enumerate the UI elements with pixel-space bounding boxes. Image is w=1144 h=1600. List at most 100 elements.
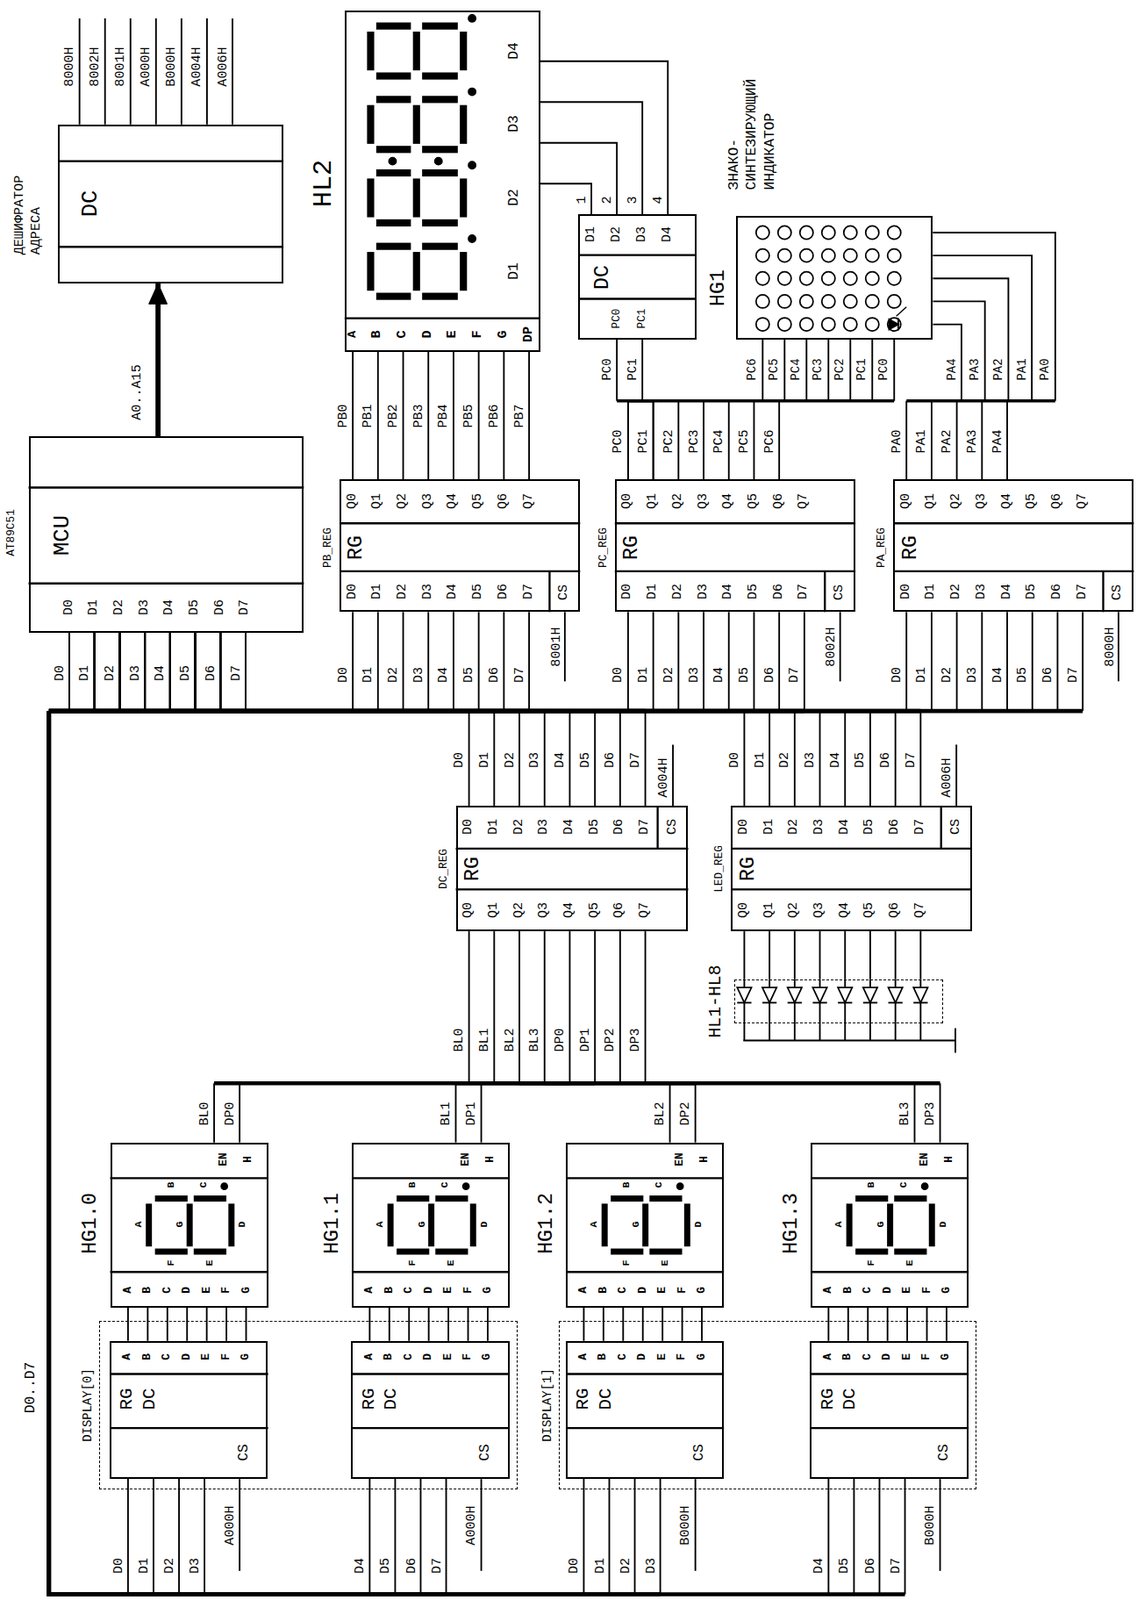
signal-label: BL3 bbox=[529, 1028, 543, 1052]
wire bbox=[622, 1307, 624, 1341]
wire bbox=[486, 1307, 489, 1341]
pin-name: RG bbox=[359, 1387, 379, 1409]
segment bbox=[396, 1194, 429, 1202]
wire bbox=[455, 1082, 458, 1142]
signal-label: D7 bbox=[1066, 666, 1080, 683]
pin-name: G bbox=[416, 1221, 428, 1228]
wire bbox=[619, 710, 622, 806]
divider-line bbox=[28, 582, 305, 585]
wire bbox=[1006, 400, 1009, 480]
wire bbox=[143, 632, 146, 711]
wire bbox=[478, 611, 480, 711]
pin-name: D5 bbox=[863, 818, 877, 835]
matrix-dot bbox=[822, 294, 836, 308]
pin-name: D5 bbox=[187, 599, 201, 615]
signal-label: A000H bbox=[140, 46, 154, 86]
wire bbox=[427, 351, 429, 480]
segment bbox=[376, 169, 412, 177]
pin-name: D6 bbox=[772, 583, 786, 600]
component-box: RGDCABCDEFGCS bbox=[109, 1340, 268, 1479]
pin-name: D1 bbox=[87, 599, 101, 615]
pin-name: D bbox=[421, 329, 435, 338]
pin-name: D5 bbox=[1025, 583, 1039, 600]
pin-name: A bbox=[833, 1221, 844, 1228]
pin-name: A bbox=[122, 1286, 135, 1294]
signal-label: DP3 bbox=[924, 1101, 938, 1126]
diode-lead bbox=[894, 1001, 897, 1040]
wire bbox=[602, 1307, 605, 1341]
wire bbox=[528, 611, 530, 711]
signal-label: D2 bbox=[503, 751, 517, 768]
diode-lead bbox=[919, 1001, 922, 1040]
pin-name: F bbox=[407, 1259, 418, 1266]
wire bbox=[143, 632, 146, 711]
wire bbox=[702, 400, 705, 480]
signal-label: D0 bbox=[336, 666, 351, 683]
matrix-dot bbox=[887, 317, 901, 331]
pin-name: D6 bbox=[213, 599, 227, 615]
signal-label: D1 bbox=[478, 751, 492, 768]
signal-label: D7 bbox=[889, 1557, 903, 1573]
part-name: HG1.0 bbox=[80, 1192, 101, 1254]
wire bbox=[119, 632, 122, 711]
segment bbox=[459, 251, 467, 291]
wire bbox=[119, 632, 122, 711]
component-box: PA_REGRGQ0Q1Q2Q3Q4Q5Q6Q7D0D1D2D3D4D5D6D7… bbox=[893, 479, 1134, 612]
divider-line bbox=[344, 316, 541, 319]
wire bbox=[219, 632, 222, 711]
signal-label: A004H bbox=[657, 757, 671, 797]
wire bbox=[932, 278, 1009, 401]
pin-name: D bbox=[479, 1221, 490, 1228]
wire bbox=[619, 930, 622, 1083]
segment bbox=[155, 1194, 188, 1202]
pin-name: Q4 bbox=[722, 493, 736, 509]
signal-label: PB4 bbox=[437, 404, 451, 429]
signal-label: PC3 bbox=[812, 357, 825, 380]
pin-name: D2 bbox=[609, 226, 623, 243]
wire bbox=[932, 324, 962, 401]
segment bbox=[601, 1202, 608, 1246]
pin-name: D0 bbox=[736, 818, 751, 835]
wire-bundle bbox=[455, 930, 595, 1143]
pin-name: D0 bbox=[621, 583, 635, 600]
wire bbox=[377, 351, 379, 480]
pin-name: RG bbox=[463, 856, 484, 881]
divider-line bbox=[351, 1372, 510, 1374]
wire bbox=[169, 632, 172, 711]
wire bbox=[728, 400, 730, 480]
pin-name: Q4 bbox=[837, 901, 851, 918]
divider-line bbox=[614, 570, 856, 572]
wire bbox=[518, 930, 521, 1083]
pin-name: C bbox=[654, 1181, 665, 1188]
segment bbox=[366, 31, 374, 71]
signal-label: 4 bbox=[651, 195, 665, 204]
wire bbox=[642, 1307, 644, 1341]
diode-symbol bbox=[787, 986, 802, 1002]
pin-name: H bbox=[943, 1155, 955, 1163]
wire-bundle bbox=[369, 1307, 488, 1341]
wire bbox=[743, 710, 745, 806]
segment bbox=[193, 1248, 227, 1255]
segment bbox=[366, 105, 374, 144]
pin-name: A bbox=[588, 1221, 600, 1228]
pin-name: A bbox=[822, 1352, 834, 1360]
wire bbox=[119, 632, 122, 711]
pin-name: D bbox=[180, 1352, 193, 1360]
chip-select-line bbox=[694, 1478, 697, 1571]
signal-label: D5 bbox=[737, 666, 751, 683]
wire bbox=[447, 1307, 450, 1341]
wire bbox=[681, 1307, 684, 1341]
wire bbox=[753, 611, 756, 711]
pin-name: C bbox=[862, 1286, 874, 1294]
signal-label: D1 bbox=[593, 1557, 608, 1573]
signal-label: A006H bbox=[216, 46, 230, 86]
wire bbox=[206, 1307, 208, 1341]
pin-name: G bbox=[695, 1352, 708, 1360]
pin-name: D bbox=[236, 1221, 248, 1228]
wire bbox=[926, 1307, 929, 1341]
pin-name: G bbox=[240, 1286, 252, 1294]
part-name: LED_REG bbox=[714, 844, 726, 893]
pin-name: D3 bbox=[507, 115, 522, 134]
pin-name: D1 bbox=[371, 583, 385, 600]
signal-label: PA1 bbox=[1016, 357, 1030, 380]
